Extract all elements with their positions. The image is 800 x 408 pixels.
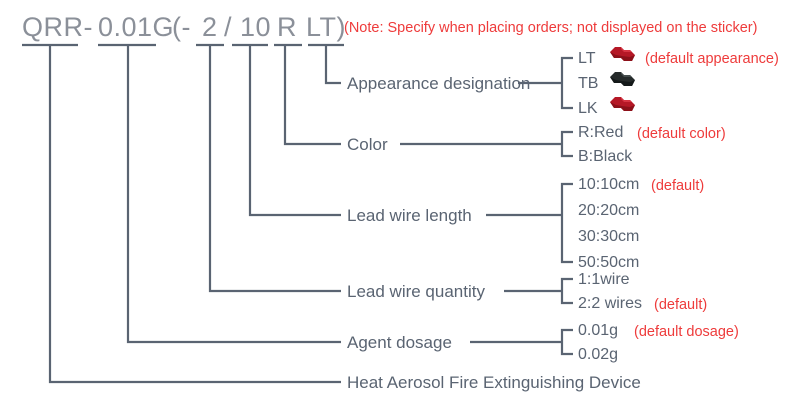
option-note-appearance-lt: (default appearance): [645, 51, 779, 67]
option-dosage-002g: 0.02g: [578, 346, 619, 363]
code-segment-dosage: 0.01G: [98, 12, 175, 42]
option-color-black: B:Black: [578, 148, 633, 165]
code-segment-color: R: [277, 12, 297, 42]
option-note-color-red: (default color): [637, 126, 726, 142]
device-icon-red-lt: [610, 47, 635, 61]
code-segment-prefix: QRR-: [22, 12, 93, 42]
option-color-red: R:Red: [578, 124, 624, 141]
option-length-30cm: 30:30cm: [578, 228, 640, 245]
option-note-dosage-001g: (default dosage): [634, 324, 739, 340]
option-length-20cm: 20:20cm: [578, 202, 640, 219]
option-appearance-lk: LK: [578, 100, 598, 117]
option-length-10cm: 10:10cm: [578, 176, 640, 193]
option-appearance-tb: TB: [578, 75, 599, 92]
code-segment-openparen: (-: [172, 12, 191, 42]
category-label-agent-dosage: Agent dosage: [347, 333, 452, 352]
category-label-lead-wire-length: Lead wire length: [347, 206, 472, 225]
code-segment-slash: /: [224, 12, 233, 42]
option-quantity-2-wires: 2:2 wires: [578, 295, 643, 312]
code-segment-appearance: LT): [306, 12, 346, 42]
device-icon-black-tb: [610, 72, 635, 86]
option-dosage-001g: 0.01g: [578, 322, 619, 339]
option-appearance-lt: LT: [578, 50, 596, 67]
header-note: (Note: Specify when placing orders; not …: [344, 20, 758, 36]
category-label-product-name: Heat Aerosol Fire Extinguishing Device: [347, 373, 641, 392]
device-icon-red-lk: [610, 97, 635, 111]
option-quantity-1-wire: 1:1wire: [578, 271, 630, 288]
code-segment-length: 10: [240, 12, 272, 42]
option-note-quantity-2-wires: (default): [654, 297, 708, 313]
code-segment-quantity: 2: [202, 12, 218, 42]
option-note-length-10cm: (default): [651, 178, 705, 194]
category-label-color: Color: [347, 135, 388, 154]
category-label-lead-wire-quantity: Lead wire quantity: [347, 282, 485, 301]
option-length-50cm: 50:50cm: [578, 254, 640, 271]
category-label-appearance-designation: Appearance designation: [347, 74, 531, 93]
